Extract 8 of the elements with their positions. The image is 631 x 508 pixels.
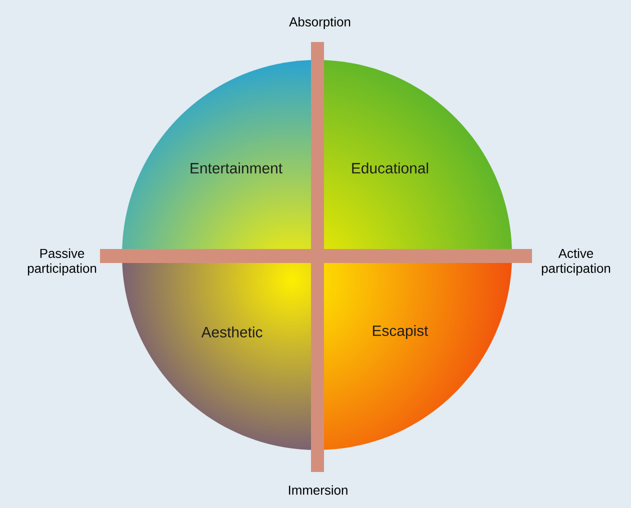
quadrant: Aesthetic	[201, 326, 262, 338]
axis-label: Immersion	[288, 485, 348, 495]
quadrant: Escapist	[372, 325, 428, 339]
axis-label: Active participation	[542, 248, 610, 276]
axis-label: Passive participation	[28, 248, 96, 276]
quadrant: Educational	[352, 162, 428, 174]
axis-label: Absorption	[289, 16, 350, 30]
quadrant: Entertainment	[190, 162, 282, 174]
